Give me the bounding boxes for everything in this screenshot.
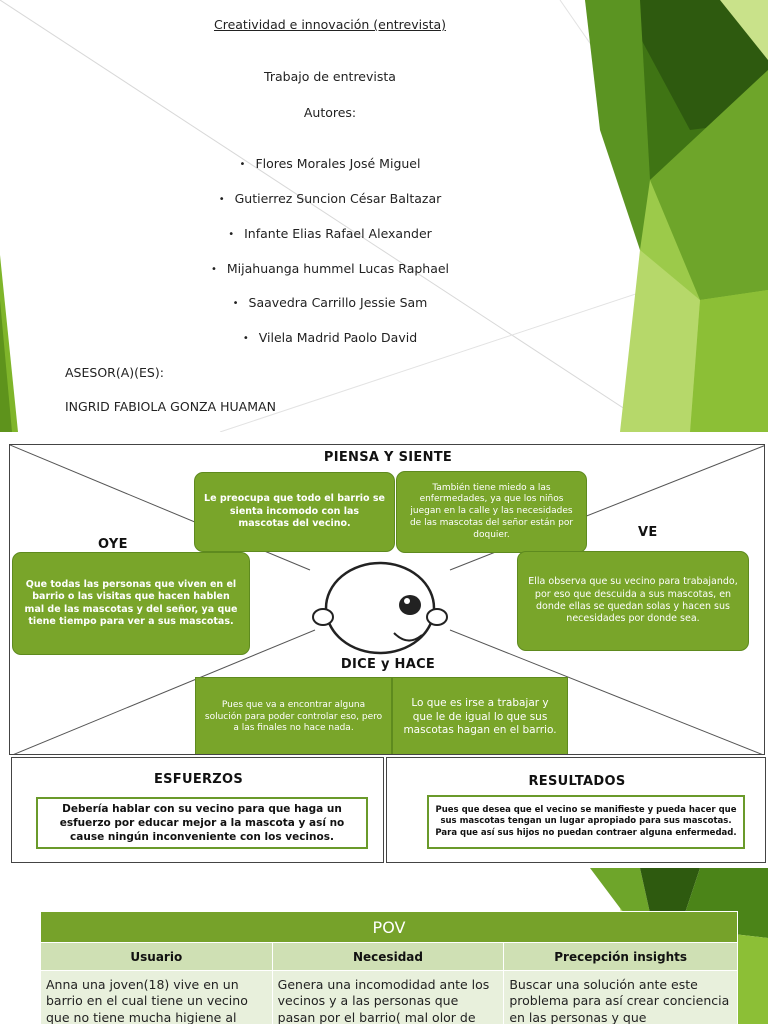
esfuerzos-title: ESFUERZOS: [153, 772, 244, 787]
bullet-icon: •: [232, 298, 239, 309]
title-slide: Creatividad e innovación (entrevista) Tr…: [0, 0, 768, 432]
author-item: •Flores Morales José Miguel: [239, 156, 421, 171]
bullet-icon: •: [228, 229, 235, 240]
pov-header-usuario: Usuario: [40, 942, 273, 971]
pov-header-insights: Precepción insights: [503, 942, 738, 971]
dice-title: DICE y HACE: [340, 657, 436, 672]
oye-note: Que todas las personas que viven en el b…: [12, 552, 250, 655]
dice-note-1: Pues que va a encontrar alguna solución …: [195, 677, 392, 754]
oye-title: OYE: [98, 537, 128, 552]
esfuerzos-panel: ESFUERZOS Debería hablar con su vecino p…: [11, 757, 384, 863]
author-item: •Saavedra Carrillo Jessie Sam: [232, 295, 428, 310]
slide-title: Creatividad e innovación (entrevista): [213, 17, 447, 32]
green-facets-decoration: [0, 0, 768, 432]
slide-subtitle: Trabajo de entrevista: [264, 69, 396, 84]
dice-note-2: Lo que es irse a trabajar y que le de ig…: [392, 677, 568, 754]
advisor-label: ASESOR(A)(ES):: [65, 365, 164, 380]
pov-cell-usuario: Anna una joven(18) vive en un barrio en …: [40, 970, 273, 1024]
resultados-title: RESULTADOS: [528, 774, 626, 789]
piensa-note-2: También tiene miedo a las enfermedades, …: [396, 471, 587, 553]
esfuerzos-text: Debería hablar con su vecino para que ha…: [36, 797, 368, 849]
pov-header-necesidad: Necesidad: [271, 942, 505, 971]
ve-title: VE: [638, 525, 658, 540]
resultados-panel: RESULTADOS Pues que desea que el vecino …: [386, 757, 766, 863]
bullet-icon: •: [239, 159, 246, 170]
pov-title: POV: [40, 911, 738, 943]
resultados-line-1: Pues que desea que el vecino se manifies…: [435, 804, 737, 827]
author-item: •Vilela Madrid Paolo David: [242, 330, 418, 345]
resultados-line-2: Para que así sus hijos no puedan contrae…: [435, 827, 737, 838]
pov-table: POV Usuario Necesidad Precepción insight…: [40, 911, 738, 1024]
bullet-icon: •: [218, 194, 225, 205]
piensa-title: PIENSA Y SIENTE: [323, 450, 453, 465]
bullet-icon: •: [242, 333, 249, 344]
face-icon: [312, 561, 448, 655]
pov-slide: POV Usuario Necesidad Precepción insight…: [0, 868, 768, 1024]
author-item: •Mijahuanga hummel Lucas Raphael: [210, 261, 450, 276]
authors-label: Autores:: [303, 105, 357, 120]
resultados-text: Pues que desea que el vecino se manifies…: [427, 795, 745, 849]
bullet-icon: •: [210, 264, 217, 275]
ve-note: Ella observa que su vecino para trabajan…: [517, 551, 749, 651]
author-item: •Gutierrez Suncion César Baltazar: [218, 191, 442, 206]
pov-cell-necesidad: Genera una incomodidad ante los vecinos …: [271, 970, 505, 1024]
empathy-map: PIENSA Y SIENTE OYE VE DICE y HACE Le pr…: [9, 444, 765, 755]
piensa-note-1: Le preocupa que todo el barrio se sienta…: [194, 472, 395, 552]
pov-cell-insights: Buscar una solución ante este problema p…: [503, 970, 738, 1024]
empathy-map-slide: PIENSA Y SIENTE OYE VE DICE y HACE Le pr…: [0, 432, 768, 868]
author-item: •Infante Elias Rafael Alexander: [228, 226, 432, 241]
advisor-name: INGRID FABIOLA GONZA HUAMAN: [65, 399, 276, 414]
